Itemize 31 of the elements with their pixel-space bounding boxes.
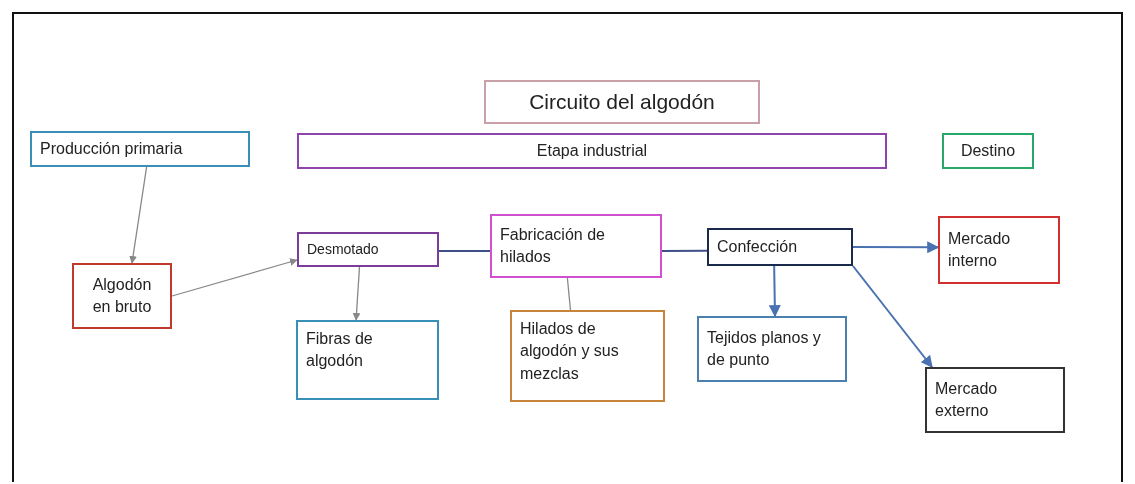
- arrow: [352, 266, 361, 321]
- process-box: [297, 133, 887, 169]
- box-label: Mercado interno: [948, 228, 1012, 271]
- box-label: Fibras de algodón: [306, 329, 374, 372]
- box-label: Desmotado: [307, 239, 379, 259]
- box-label: Fabricación de hilados: [500, 224, 606, 267]
- arrow: [171, 258, 298, 297]
- arrow: [129, 166, 148, 264]
- arrow: [852, 265, 933, 368]
- box-label: Destino: [960, 140, 1016, 161]
- box-label: Etapa industrial: [536, 140, 648, 161]
- diagram-title: Circuito del algodón: [484, 80, 760, 124]
- process-box: [30, 131, 250, 167]
- process-box: [942, 133, 1034, 169]
- box-label: Algodón en bruto: [91, 274, 153, 317]
- process-box: [707, 228, 853, 266]
- process-box: [297, 232, 439, 267]
- box-label: Hilados de algodón y sus mezclas: [520, 319, 620, 384]
- process-box: [490, 214, 662, 278]
- process-box: [72, 263, 172, 329]
- process-box: [296, 320, 439, 400]
- process-box: [697, 316, 847, 382]
- box-label: Mercado externo: [935, 378, 999, 421]
- arrow: [768, 265, 781, 318]
- box-label: Tejidos planos y de punto: [707, 327, 822, 370]
- process-box: [938, 216, 1060, 284]
- box-label: Producción primaria: [40, 138, 183, 159]
- process-box: [925, 367, 1065, 433]
- arrow: [852, 241, 940, 254]
- process-box: [510, 310, 665, 402]
- box-label: Confección: [717, 236, 798, 257]
